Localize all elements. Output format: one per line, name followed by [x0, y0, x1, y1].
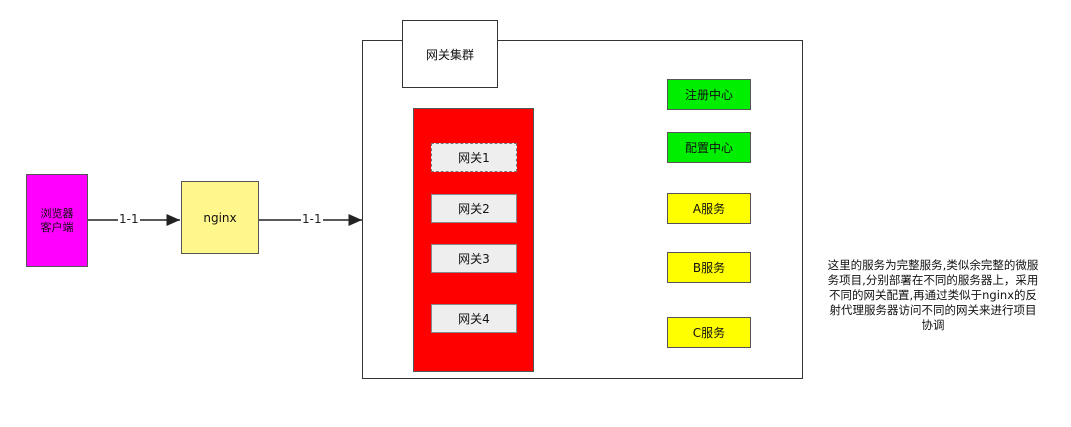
- service-a: A服务: [667, 193, 751, 224]
- gateway-1: 网关1: [431, 143, 517, 172]
- edge-label-nginx-cluster: 1-1: [301, 212, 323, 226]
- gateway-2: 网关2: [431, 194, 517, 223]
- registry-center: 注册中心: [667, 79, 751, 110]
- nginx-label: nginx: [203, 210, 237, 225]
- browser-client-label: 浏览器 客户端: [40, 206, 74, 234]
- gateway-4: 网关4: [431, 304, 517, 333]
- service-c: C服务: [667, 317, 751, 348]
- service-b: B服务: [667, 252, 751, 283]
- gateway-cluster-label: 网关集群: [402, 20, 498, 88]
- nginx-node: nginx: [181, 181, 259, 254]
- browser-client-node: 浏览器 客户端: [26, 174, 88, 267]
- gateway-3: 网关3: [431, 244, 517, 273]
- config-center: 配置中心: [667, 132, 751, 163]
- explanation-note: 这里的服务为完整服务,类似余完整的微服务项目,分别部署在不同的服务器上，采用不同…: [827, 258, 1039, 332]
- edge-label-browser-nginx: 1-1: [118, 212, 140, 226]
